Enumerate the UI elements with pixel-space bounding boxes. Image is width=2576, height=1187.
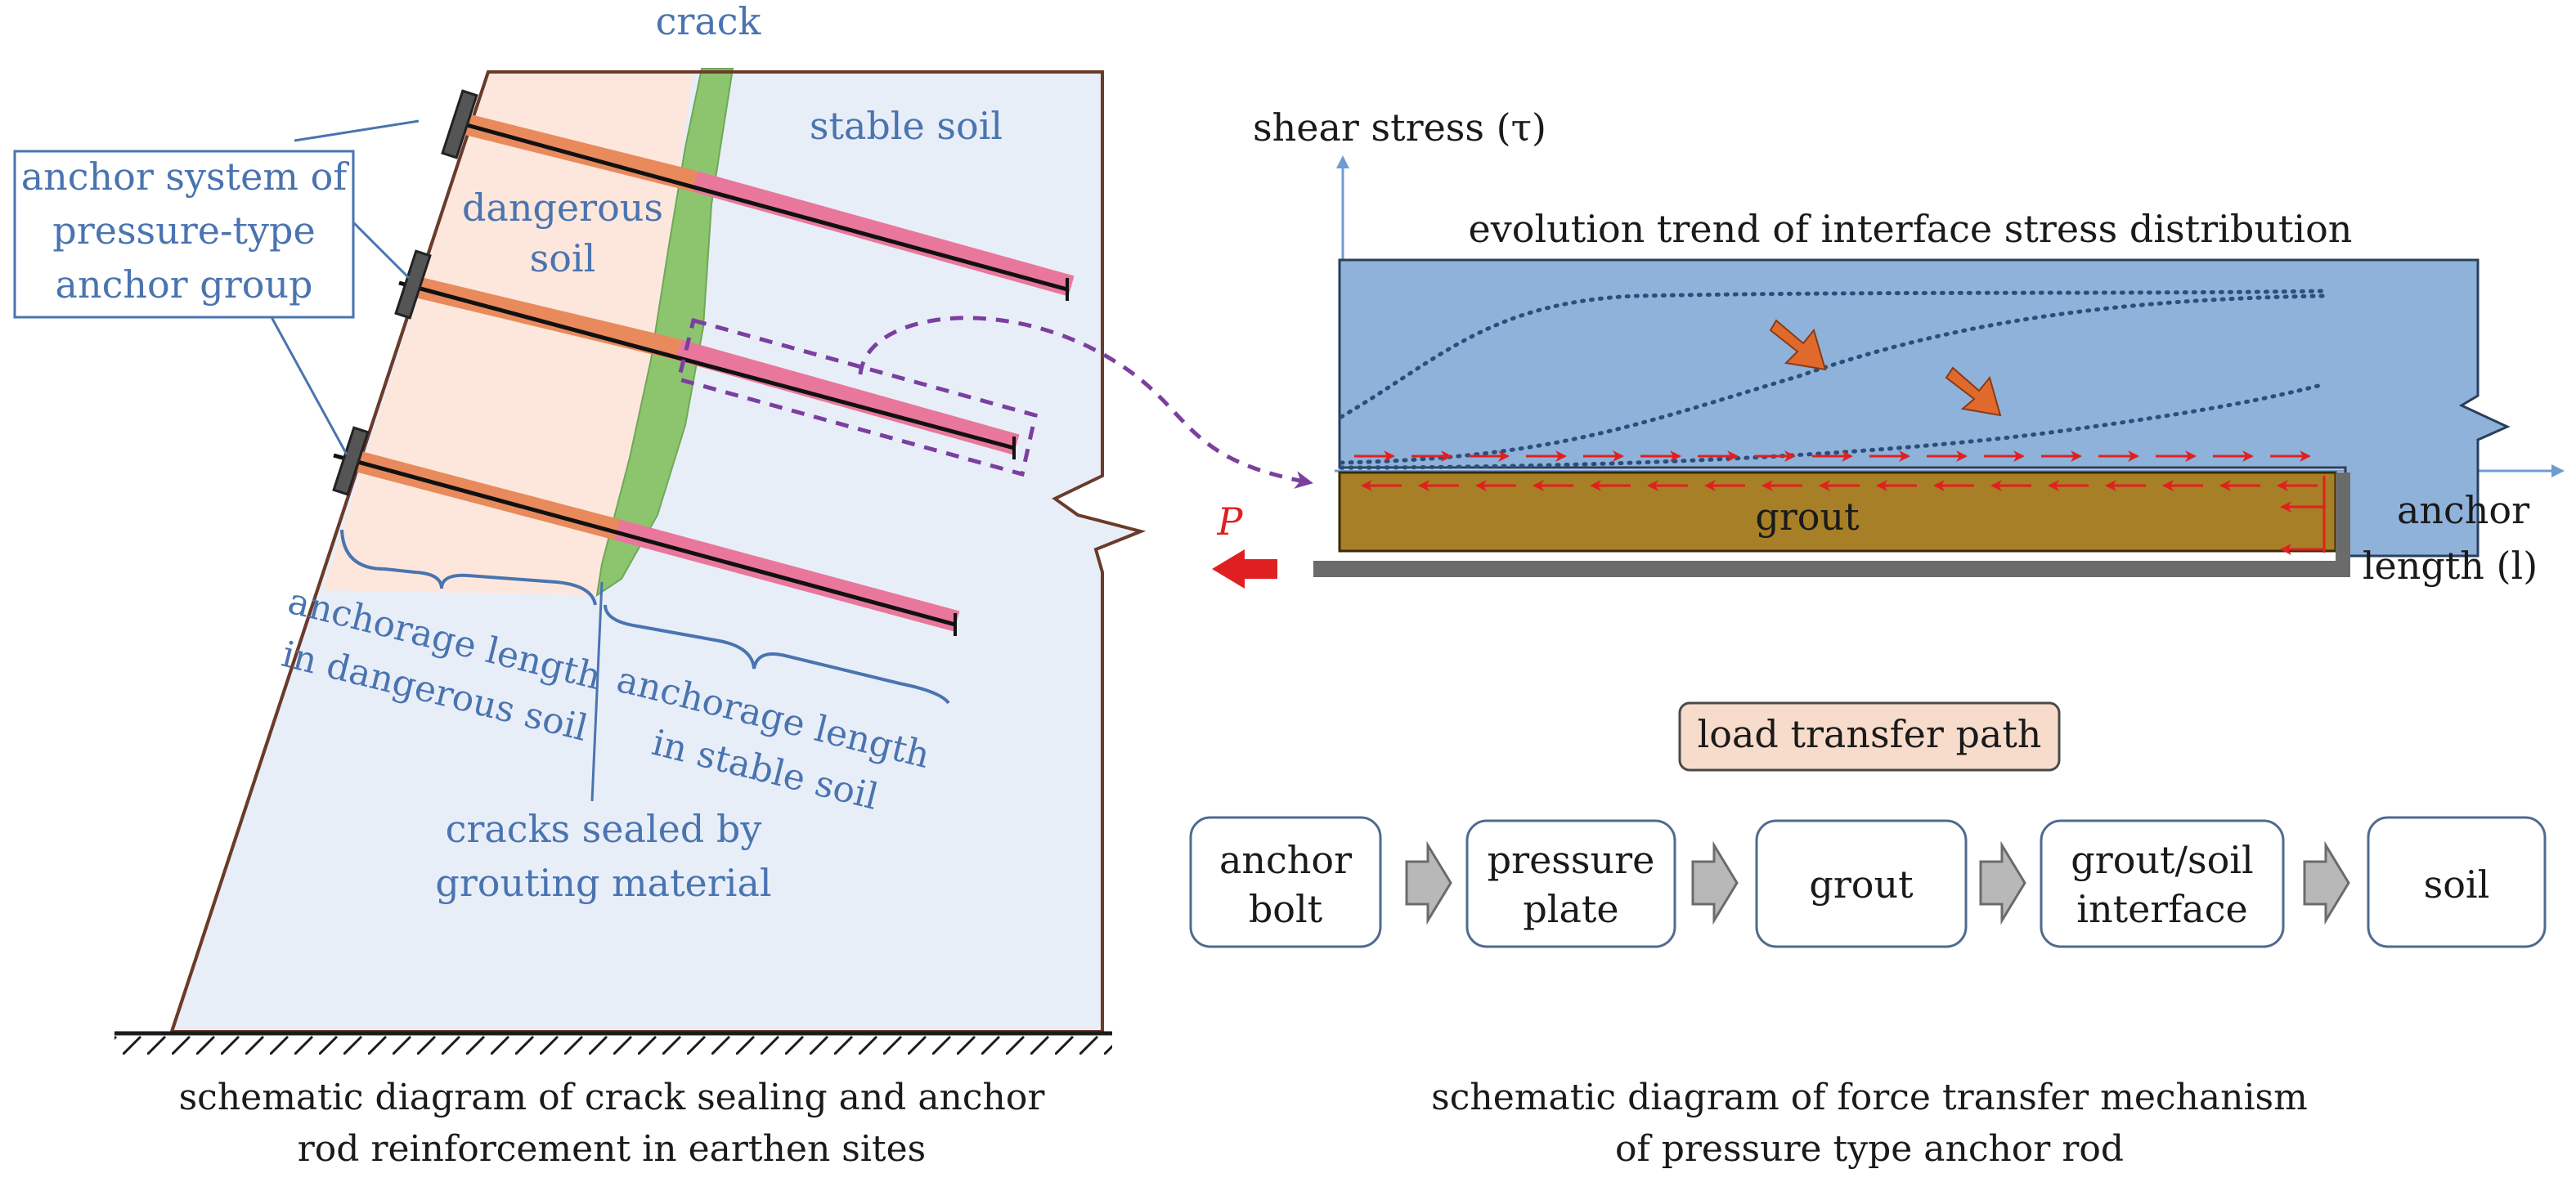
selection-dashed-box <box>675 317 1038 477</box>
flow-arrow-3 <box>1979 840 2026 925</box>
stress-curve-1 <box>1339 289 2327 419</box>
left-caption-line-2: rod reinforcement in earthen sites <box>298 1128 926 1170</box>
anchor-head-2 <box>394 249 432 320</box>
anchor-rod-1 <box>441 89 1075 301</box>
leader-line-2 <box>352 221 411 280</box>
crack-green-band <box>595 68 734 598</box>
flow-step-1-line-1: anchor <box>1219 838 1352 882</box>
flow-step-grout: grout <box>1755 819 1968 948</box>
rod-plate-vertical <box>2336 473 2350 577</box>
stress-title: evolution trend of interface stress dist… <box>1469 207 2353 251</box>
x-axis-label-2: length (l) <box>2363 544 2538 588</box>
flow-step-2-line-1: pressure <box>1488 838 1655 882</box>
brace-stable <box>604 604 950 705</box>
flow-step-1-line-2: bolt <box>1249 887 1323 931</box>
force-p-arrow <box>1212 549 1277 589</box>
load-path-title-box <box>1678 701 2061 772</box>
flow-step-2-line-2: plate <box>1523 887 1618 931</box>
evolution-arrow-1 <box>1769 319 1827 371</box>
ground-hatch <box>114 1035 1112 1056</box>
flow-step-grout-soil-interface: grout/soil interface <box>2040 819 2285 948</box>
anchor-system-line-3: anchor group <box>56 262 313 307</box>
flow-step-pressure-plate: pressure plate <box>1465 819 1676 948</box>
dangerous-soil-region <box>323 72 693 595</box>
brace-dangerous <box>340 529 597 606</box>
stable-soil-label: stable soil <box>810 104 1003 148</box>
anchor-system-line-2: pressure-type <box>52 208 315 253</box>
anchor-rod-2 <box>394 249 1020 459</box>
slope-edge <box>170 71 490 1032</box>
crack-label: crack <box>656 0 762 43</box>
leader-line-3 <box>270 316 348 455</box>
stress-curve-3 <box>1339 382 2327 470</box>
right-caption-line-2: of pressure type anchor rod <box>1615 1128 2124 1170</box>
flow-step-4-line-2: interface <box>2076 887 2247 931</box>
force-p-label: P <box>1217 499 1244 544</box>
left-caption-line-1: schematic diagram of crack sealing and a… <box>179 1077 1046 1118</box>
right-caption-line-1: schematic diagram of force transfer mech… <box>1431 1077 2308 1118</box>
dangerous-soil-label-1: dangerous <box>462 186 663 230</box>
flow-step-anchor-bolt: anchor bolt <box>1189 816 1382 948</box>
leader-line-1 <box>294 119 420 142</box>
anchor-system-box <box>13 150 355 319</box>
anchor-head-1 <box>441 89 478 159</box>
dangerous-soil-label-2: soil <box>530 236 596 280</box>
cracks-sealed-line-2: grouting material <box>435 861 771 905</box>
cracks-sealed-line-1: cracks sealed by <box>446 807 762 851</box>
flow-step-4-line-1: grout/soil <box>2071 838 2253 882</box>
x-axis-label-1: anchor <box>2397 488 2529 532</box>
flow-arrow-1 <box>1405 840 1452 925</box>
evolution-arrow-2 <box>1945 366 2002 417</box>
flow-arrow-4 <box>2303 840 2350 925</box>
right-diagram: P shear stress (τ) evolution trend of in… <box>1189 105 2565 1170</box>
load-path-title: load transfer path <box>1698 712 2042 756</box>
flow-step-5-line-1: soil <box>2424 862 2490 907</box>
zoom-curve-arrow <box>858 316 1313 489</box>
grout-label: grout <box>1755 495 1860 539</box>
anchor-head-3 <box>332 426 370 496</box>
flow-step-3-line-1: grout <box>1809 862 1914 907</box>
flow-step-soil: soil <box>2367 816 2547 948</box>
anchor-system-line-1: anchor system of <box>21 155 350 199</box>
cracks-sealed-leader <box>590 581 604 802</box>
anchor-rod-3 <box>332 426 960 636</box>
left-diagram: anchor system of pressure-type anchor gr… <box>13 0 1313 1170</box>
stress-region <box>1338 258 2511 558</box>
flow-arrow-2 <box>1691 840 1739 925</box>
stress-curve-2 <box>1339 293 2327 465</box>
rod-bar <box>1313 561 2350 577</box>
y-axis-label: shear stress (τ) <box>1253 105 1546 150</box>
